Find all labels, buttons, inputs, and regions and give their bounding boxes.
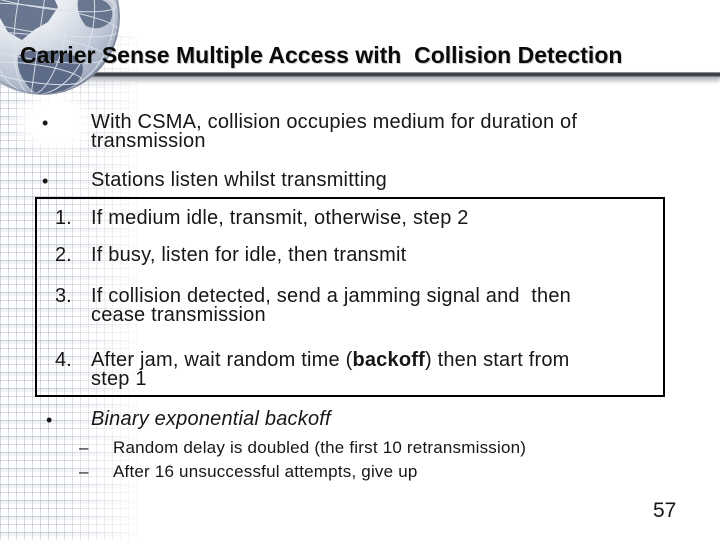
step-4-text-pre: After jam, wait random time ( (91, 349, 353, 371)
step-1-number: 1. (55, 207, 72, 229)
step-4-text: After jam, wait random time (backoff) th… (91, 349, 671, 390)
step-2-number: 2. (55, 244, 72, 266)
page-title: Carrier Sense Multiple Access with Colli… (20, 42, 623, 68)
step-3-number: 3. (55, 285, 72, 307)
page-number: 57 (653, 499, 677, 522)
steps-outline-box (35, 197, 665, 397)
step-3-text: If collision detected, send a jamming si… (91, 285, 571, 326)
globe-icon (0, 0, 120, 95)
step-4-number: 4. (55, 349, 72, 371)
title-underline-rule (0, 72, 720, 78)
bullet-1-text: With CSMA, collision occupies medium for… (91, 111, 578, 152)
bullet-3-text: Binary exponential backoff (91, 408, 331, 430)
bullet-2-text: Stations listen whilst transmitting (91, 169, 388, 191)
sub-bullet-1-text: Random delay is doubled (the first 10 re… (113, 438, 527, 457)
step-4-text-bold: backoff (352, 349, 425, 371)
step-1-text: If medium idle, transmit, otherwise, ste… (91, 207, 469, 229)
sub-bullet-2-text: After 16 unsuccessful attempts, give up (113, 462, 418, 481)
bullet-icon: • (46, 410, 53, 430)
bullet-icon: • (42, 113, 49, 133)
step-2-text: If busy, listen for idle, then transmit (91, 244, 407, 266)
dash-icon: – (79, 462, 89, 481)
step-4-text-post: ) then start from step 1 (91, 349, 570, 390)
bullet-icon: • (42, 171, 49, 191)
dash-icon: – (79, 438, 89, 457)
glow-sphere-decoration (8, 82, 100, 162)
